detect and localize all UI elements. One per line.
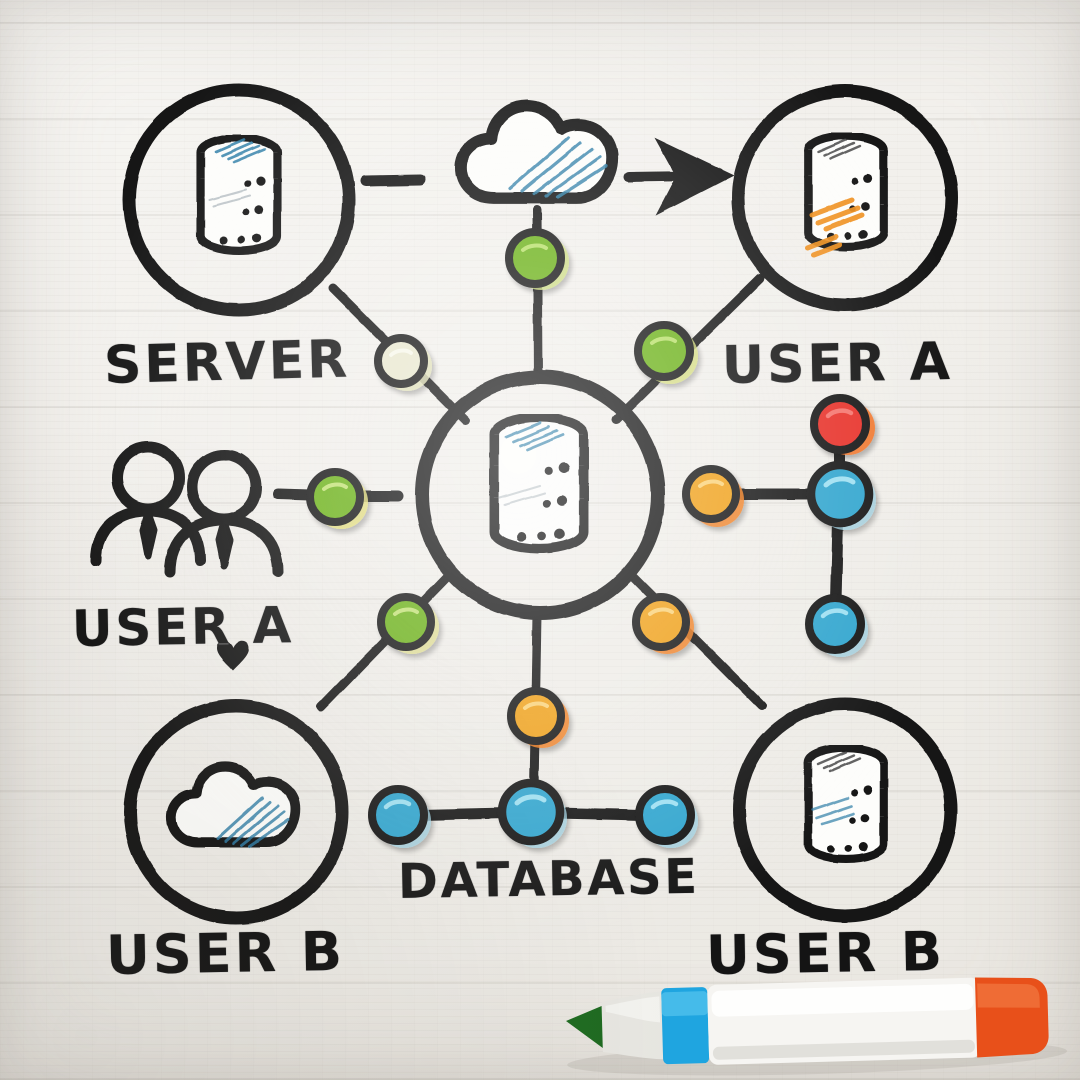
edge-db-chain-right [550, 807, 650, 821]
dot-cluster-blue-bot[interactable] [805, 594, 868, 657]
dot-db-right-blue[interactable] [635, 785, 698, 848]
dot-upright-green[interactable] [634, 321, 698, 384]
dot-left-green[interactable] [306, 468, 368, 529]
center-circle-node[interactable] [415, 370, 665, 620]
dot-db-left-blue[interactable] [368, 785, 431, 848]
edge-center-to-userbright [623, 567, 767, 711]
edge-db-chain-left [414, 807, 514, 821]
dots-layer [306, 228, 876, 848]
dot-lowright-orange[interactable] [632, 593, 694, 654]
dot-top-green[interactable] [505, 228, 569, 290]
heart-mark [217, 640, 249, 670]
dot-cluster-blue-mid[interactable] [806, 460, 876, 530]
server-circle-node[interactable] [122, 83, 356, 317]
users-pair-icon[interactable] [90, 441, 284, 578]
cloud-icon [171, 767, 295, 848]
label-user-b-left: USER B [105, 919, 346, 987]
label-user-b-right: USER B [705, 919, 946, 987]
label-user-a-left: USER A [71, 596, 295, 658]
whiteboard-marker[interactable] [565, 975, 1068, 1080]
dot-db-mid-blue[interactable] [497, 778, 567, 848]
user-a-circle-node[interactable] [731, 84, 959, 312]
database-cylinder-icon [808, 748, 884, 859]
nodes-layer [90, 83, 959, 925]
dot-lowleft-green[interactable] [377, 593, 439, 654]
edge-users-to-center [272, 488, 317, 501]
dot-upleft-pale[interactable] [374, 334, 432, 391]
edge-server-to-cloud [360, 174, 426, 187]
dot-bottom-orange[interactable] [507, 687, 569, 748]
database-cylinder-icon [494, 417, 583, 549]
database-cylinder-icon [201, 138, 278, 251]
label-user-a-top: USER A [721, 331, 954, 396]
edge-cloud-to-usera [624, 137, 734, 216]
user-b-right-circle-node[interactable] [732, 697, 958, 923]
database-cylinder-icon [808, 136, 884, 258]
user-b-left-circle-node[interactable] [123, 699, 349, 925]
edge-cluster-bottom [830, 514, 844, 607]
label-server: SERVER [103, 329, 351, 396]
dot-cluster-red[interactable] [810, 394, 875, 455]
cloud-top-node[interactable] [461, 106, 612, 198]
dot-cluster-orange[interactable] [682, 465, 744, 527]
label-database: DATABASE [397, 848, 701, 910]
